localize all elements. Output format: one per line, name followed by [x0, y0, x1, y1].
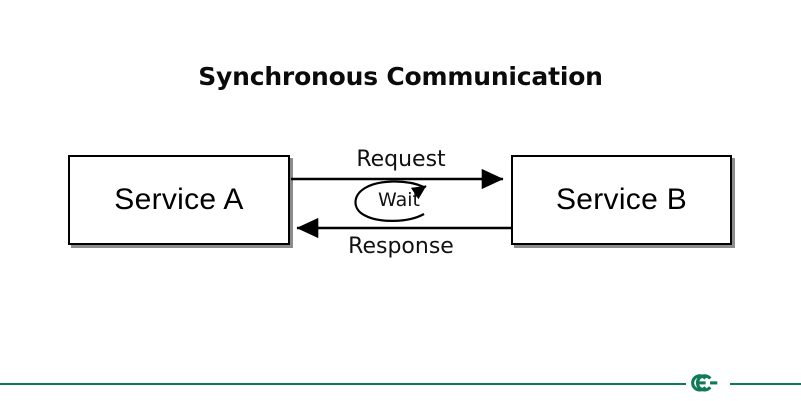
- footer-divider: [0, 383, 801, 385]
- edge-response-label: Response: [348, 234, 454, 259]
- geeksforgeeks-logo-icon: [691, 374, 718, 392]
- edge-request-label: Request: [356, 147, 446, 172]
- geeksforgeeks-logo: [686, 365, 730, 401]
- node-service-b-label: Service B: [555, 183, 688, 216]
- node-service-b: Service B: [511, 155, 732, 245]
- edge-wait-label: Wait: [378, 189, 420, 211]
- page-title: Synchronous Communication: [198, 62, 603, 91]
- node-service-a-label: Service A: [114, 183, 244, 216]
- node-service-a: Service A: [68, 155, 290, 245]
